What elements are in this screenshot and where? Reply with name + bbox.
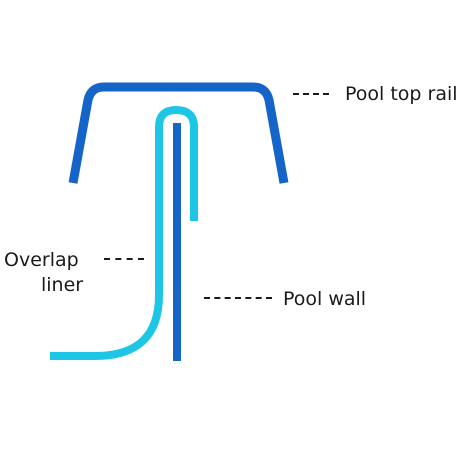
pool-top-rail-shape (68, 82, 289, 184)
pool-wall-label: Pool wall (283, 288, 367, 310)
pool-top-rail-label: Pool top rail (345, 83, 458, 105)
overlap-liner-label-line1: Overlap (4, 249, 79, 271)
overlap-liner-leader (104, 258, 144, 260)
pool-top-rail-leader (293, 93, 329, 95)
overlap-liner-label-line2: liner (41, 274, 84, 296)
overlap-liner-shape (50, 106, 198, 360)
pool-wall-leader (204, 297, 272, 299)
